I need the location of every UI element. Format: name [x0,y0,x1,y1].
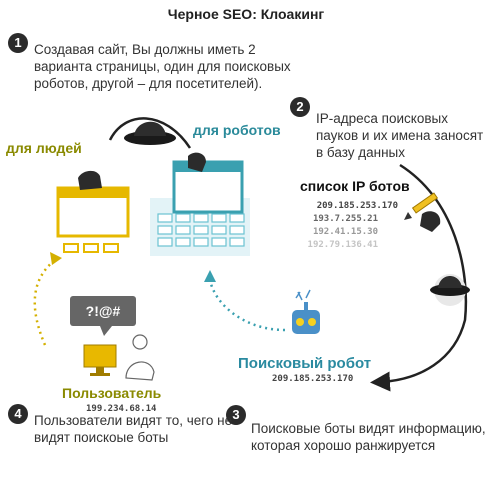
label-for-people: для людей [6,140,82,156]
black-hat-icon [430,274,470,306]
monitor-icon [83,344,117,376]
speech-bubble-text: ?!@# [86,303,121,319]
step-4-number: 4 [8,404,28,424]
speech-bubble-icon: ?!@# [70,296,136,336]
dotted-arrow-robot [208,279,286,332]
ip-list-item: 192.41.15.30 [312,227,378,237]
robot-icon [292,289,320,334]
step-3-text: Поисковые боты видят информацию, которая… [251,421,486,453]
search-robot-ip: 209.185.253.170 [272,374,354,384]
person-icon [125,334,155,381]
step-1-text: Создавая сайт, Вы должны иметь 2 вариант… [34,42,291,91]
dotted-arrow-robot-head [204,270,216,282]
ip-list-item: 193.7.255.21 [312,214,378,224]
label-search-robot: Поисковый робот [238,355,372,372]
label-user: Пользователь [62,385,162,401]
user-ip: 199.234.68.14 [86,404,157,414]
ip-list-item: 209.185.253.170 [316,201,398,211]
pencil-icon [404,192,439,220]
label-for-robots: для роботов [193,122,281,138]
step-2-number: 2 [290,97,310,117]
browser-window-icon [56,186,130,253]
gloved-hand-icon [78,152,206,190]
cycle-arrow-top [108,117,192,149]
step-1-number: 1 [8,33,28,53]
dotted-arrow-user [33,259,56,346]
dotted-arrow-user-head [50,252,62,265]
gloved-hand-icon [420,211,441,232]
black-hat-icon [124,121,176,145]
cycle-arrow-right [370,163,468,392]
step-4-text: Пользователи видят то, чего не видят пои… [34,413,233,445]
step-3-number: 3 [226,405,246,425]
database-cube-icon [150,160,250,256]
ip-list-item: 192.79.136.41 [307,240,378,250]
step-2-text: IP-адреса поисковых пауков и их имена за… [316,111,484,160]
label-ip-list: список IP ботов [300,178,410,194]
page-title: Черное SEO: Клоакинг [167,6,325,22]
